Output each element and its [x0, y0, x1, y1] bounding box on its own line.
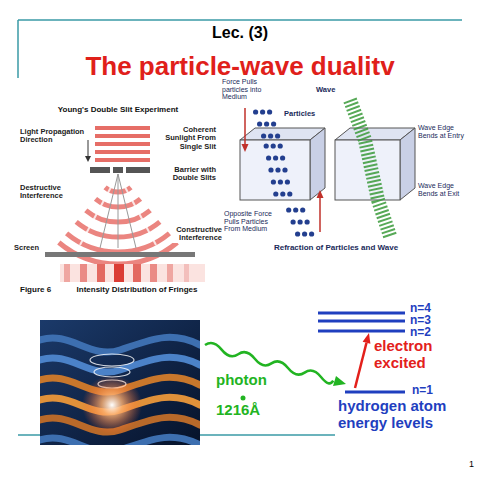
page-number: 1 — [460, 460, 474, 470]
annotation: Coherent Sunlight From Single Slit — [154, 126, 216, 151]
annotation: Constructive Interference — [172, 226, 222, 243]
figure-caption: Refraction of Particles and Wave — [238, 244, 434, 253]
level-label: n=1 — [412, 384, 446, 397]
figure-heading: Young's Double Slit Experiment — [18, 106, 218, 115]
lecture-number: Lec. (3) — [150, 24, 330, 42]
annotation: Wave Edge Bends at Exit — [418, 182, 472, 197]
coil-photo — [40, 320, 200, 445]
figure-number: Figure 6 — [20, 286, 62, 295]
annotation: Barrier with Double Slits — [156, 166, 216, 183]
annotation: Opposite Force Pulls Particles From Medi… — [224, 210, 286, 233]
photon-label: photon — [216, 372, 288, 389]
frame-line — [17, 20, 19, 78]
double-slit-figure — [45, 128, 205, 282]
annotation: Screen — [14, 244, 54, 252]
annotation: Particles — [284, 110, 330, 118]
frame-line — [18, 19, 462, 21]
figure-caption: Intensity Distribution of Fringes — [62, 286, 212, 295]
transition-label: electron excited — [374, 338, 458, 371]
annotation: Force Pulls particles into Medium — [222, 78, 274, 101]
annotation: Destructive Interference — [20, 184, 82, 201]
wavelength-label: 1216Å — [216, 402, 288, 419]
annotation: Wave — [316, 86, 348, 94]
annotation: Light Propagation Direction — [20, 128, 86, 145]
annotation: Wave Edge Bends at Entry — [418, 124, 472, 139]
slide-title: The particle-wave dualitv — [0, 52, 480, 81]
diagram-caption: hydrogen atom energy levels — [338, 398, 470, 431]
